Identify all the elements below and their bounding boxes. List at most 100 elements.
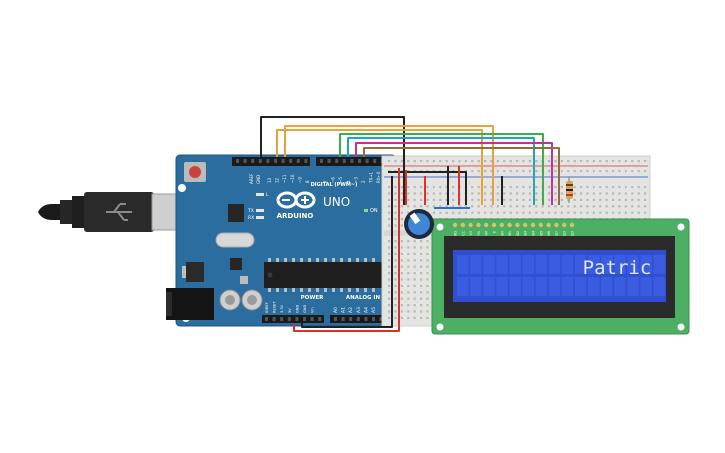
lcd-pin-label: GND [454, 231, 458, 239]
lcd-char-cell [470, 255, 482, 274]
digital-pin-label: TX→1 [369, 171, 374, 184]
aref-label: AREF [249, 173, 254, 184]
lcd-pin-label: RW [485, 230, 489, 236]
lcd-char-cell [496, 255, 508, 274]
lcd-char-cell [627, 277, 639, 296]
digital-pin-label: 13 [267, 177, 272, 183]
usb-chip [228, 204, 244, 222]
resistor [566, 176, 573, 203]
lcd-pin [460, 222, 465, 228]
lcd-pin-label: V0 [469, 231, 473, 235]
lcd-pin [468, 222, 473, 228]
lcd-char-cell [588, 255, 600, 274]
lcd-pin [546, 222, 551, 228]
lcd-char-cell [653, 255, 665, 274]
lcd-char-cell [535, 277, 548, 296]
wire-black [388, 171, 467, 205]
tx-label: TX [247, 208, 254, 214]
wires [260, 116, 560, 332]
analog-pin-label: A5 [371, 307, 377, 313]
arduino-uno-board[interactable]: ARDUINO UNO ON L TX RX POWER [166, 154, 397, 327]
lcd-pin-label: DB5 [539, 231, 543, 238]
analog-pin-label: A3 [356, 307, 362, 313]
arduino-logo-icon [276, 191, 316, 209]
lcd-pin-label: LED [571, 231, 575, 238]
lcd-pin [530, 222, 536, 228]
power-jack[interactable] [166, 288, 214, 320]
power-pin-label: Vin [311, 307, 315, 313]
lcd-pin [499, 222, 504, 228]
wire-black [260, 116, 405, 205]
digital-pin-label: ~9 [297, 177, 302, 183]
lcd-pin-label: DB3 [524, 231, 528, 238]
wire-red [293, 168, 400, 332]
power-pin-label: 5V [288, 308, 292, 313]
lcd-char-cell [574, 255, 587, 274]
analog-pin-label: A2 [348, 307, 354, 313]
lcd-char-cell [548, 277, 561, 296]
lcd-char-cell [522, 277, 534, 296]
lcd-char-cell [614, 277, 626, 296]
lcd-char-cell [601, 255, 613, 274]
potentiometer[interactable] [404, 209, 434, 239]
digital-pin-label: ~6 [331, 177, 336, 183]
crystal [215, 232, 255, 248]
analog-pin-label: A1 [341, 307, 347, 313]
lcd-pin [515, 222, 520, 228]
lcd-char-cell [470, 277, 482, 296]
digital-pin-label: 4 [346, 180, 351, 183]
lcd-char-cell [561, 277, 574, 296]
power-header [262, 315, 324, 323]
l-label: L [266, 192, 269, 198]
lcd-pin [476, 222, 481, 228]
atmega-chip [264, 262, 382, 288]
lcd-char-cell [588, 277, 600, 296]
digital-pin-label: 2 [361, 180, 366, 183]
digital-pin-label: ~10 [290, 174, 295, 183]
lcd-char-cell [574, 277, 587, 296]
lcd-pin-label: LED [563, 231, 567, 238]
digital-label: DIGITAL (PWM~) [311, 182, 358, 188]
lcd-pin-label: RS [477, 231, 481, 236]
digital-pin-label: 8 [305, 180, 310, 183]
digital-pin-label: ~11 [282, 174, 287, 183]
lcd-display-text: Patric [583, 257, 652, 279]
power-pin-label: RESET [273, 301, 277, 313]
wire-orange [284, 125, 494, 205]
power-pin-label: IOREF [265, 302, 269, 313]
power-pin-label: GND [303, 305, 307, 313]
lcd-char-cell [483, 277, 495, 296]
wire-cyan [347, 137, 535, 205]
lcd-char-cell [548, 255, 561, 274]
power-label: POWER [301, 295, 325, 301]
gnd-label: GND [256, 175, 261, 184]
power-pin-label: GND [295, 305, 299, 313]
digital-pin-label: ~3 [353, 177, 358, 183]
on-label: ON [370, 208, 378, 214]
lcd-pin-label: DB7 [555, 231, 559, 238]
power-pin-label: 3.3V [280, 304, 284, 313]
digital-pin-label: 12 [275, 177, 280, 183]
lcd-pin-label: DB2 [516, 231, 520, 238]
lcd-char-cell [640, 255, 652, 274]
wire-black [301, 176, 393, 328]
lcd-char-cell [653, 277, 665, 296]
digital-pin-label: 7 [323, 180, 328, 183]
lcd-pin-label: E [493, 231, 497, 233]
lcd-char-cell [457, 277, 469, 296]
lcd-pin-label: DB4 [532, 231, 536, 238]
lcd-pin [562, 222, 567, 228]
lcd-char-cell [614, 255, 626, 274]
lcd-pin [538, 222, 543, 228]
lcd-char-cell [496, 277, 508, 296]
lcd-char-cell [601, 277, 613, 296]
lcd-char-cell [535, 255, 548, 274]
lcd-char-cell [627, 255, 639, 274]
voltage-regulator [186, 262, 204, 282]
lcd-pin-label: DB1 [508, 231, 512, 238]
mounting-hole [178, 184, 186, 192]
lcd-pin-label: VCC [461, 230, 465, 238]
usb-icon [106, 203, 132, 221]
lcd-pin-label: DB0 [500, 231, 504, 238]
